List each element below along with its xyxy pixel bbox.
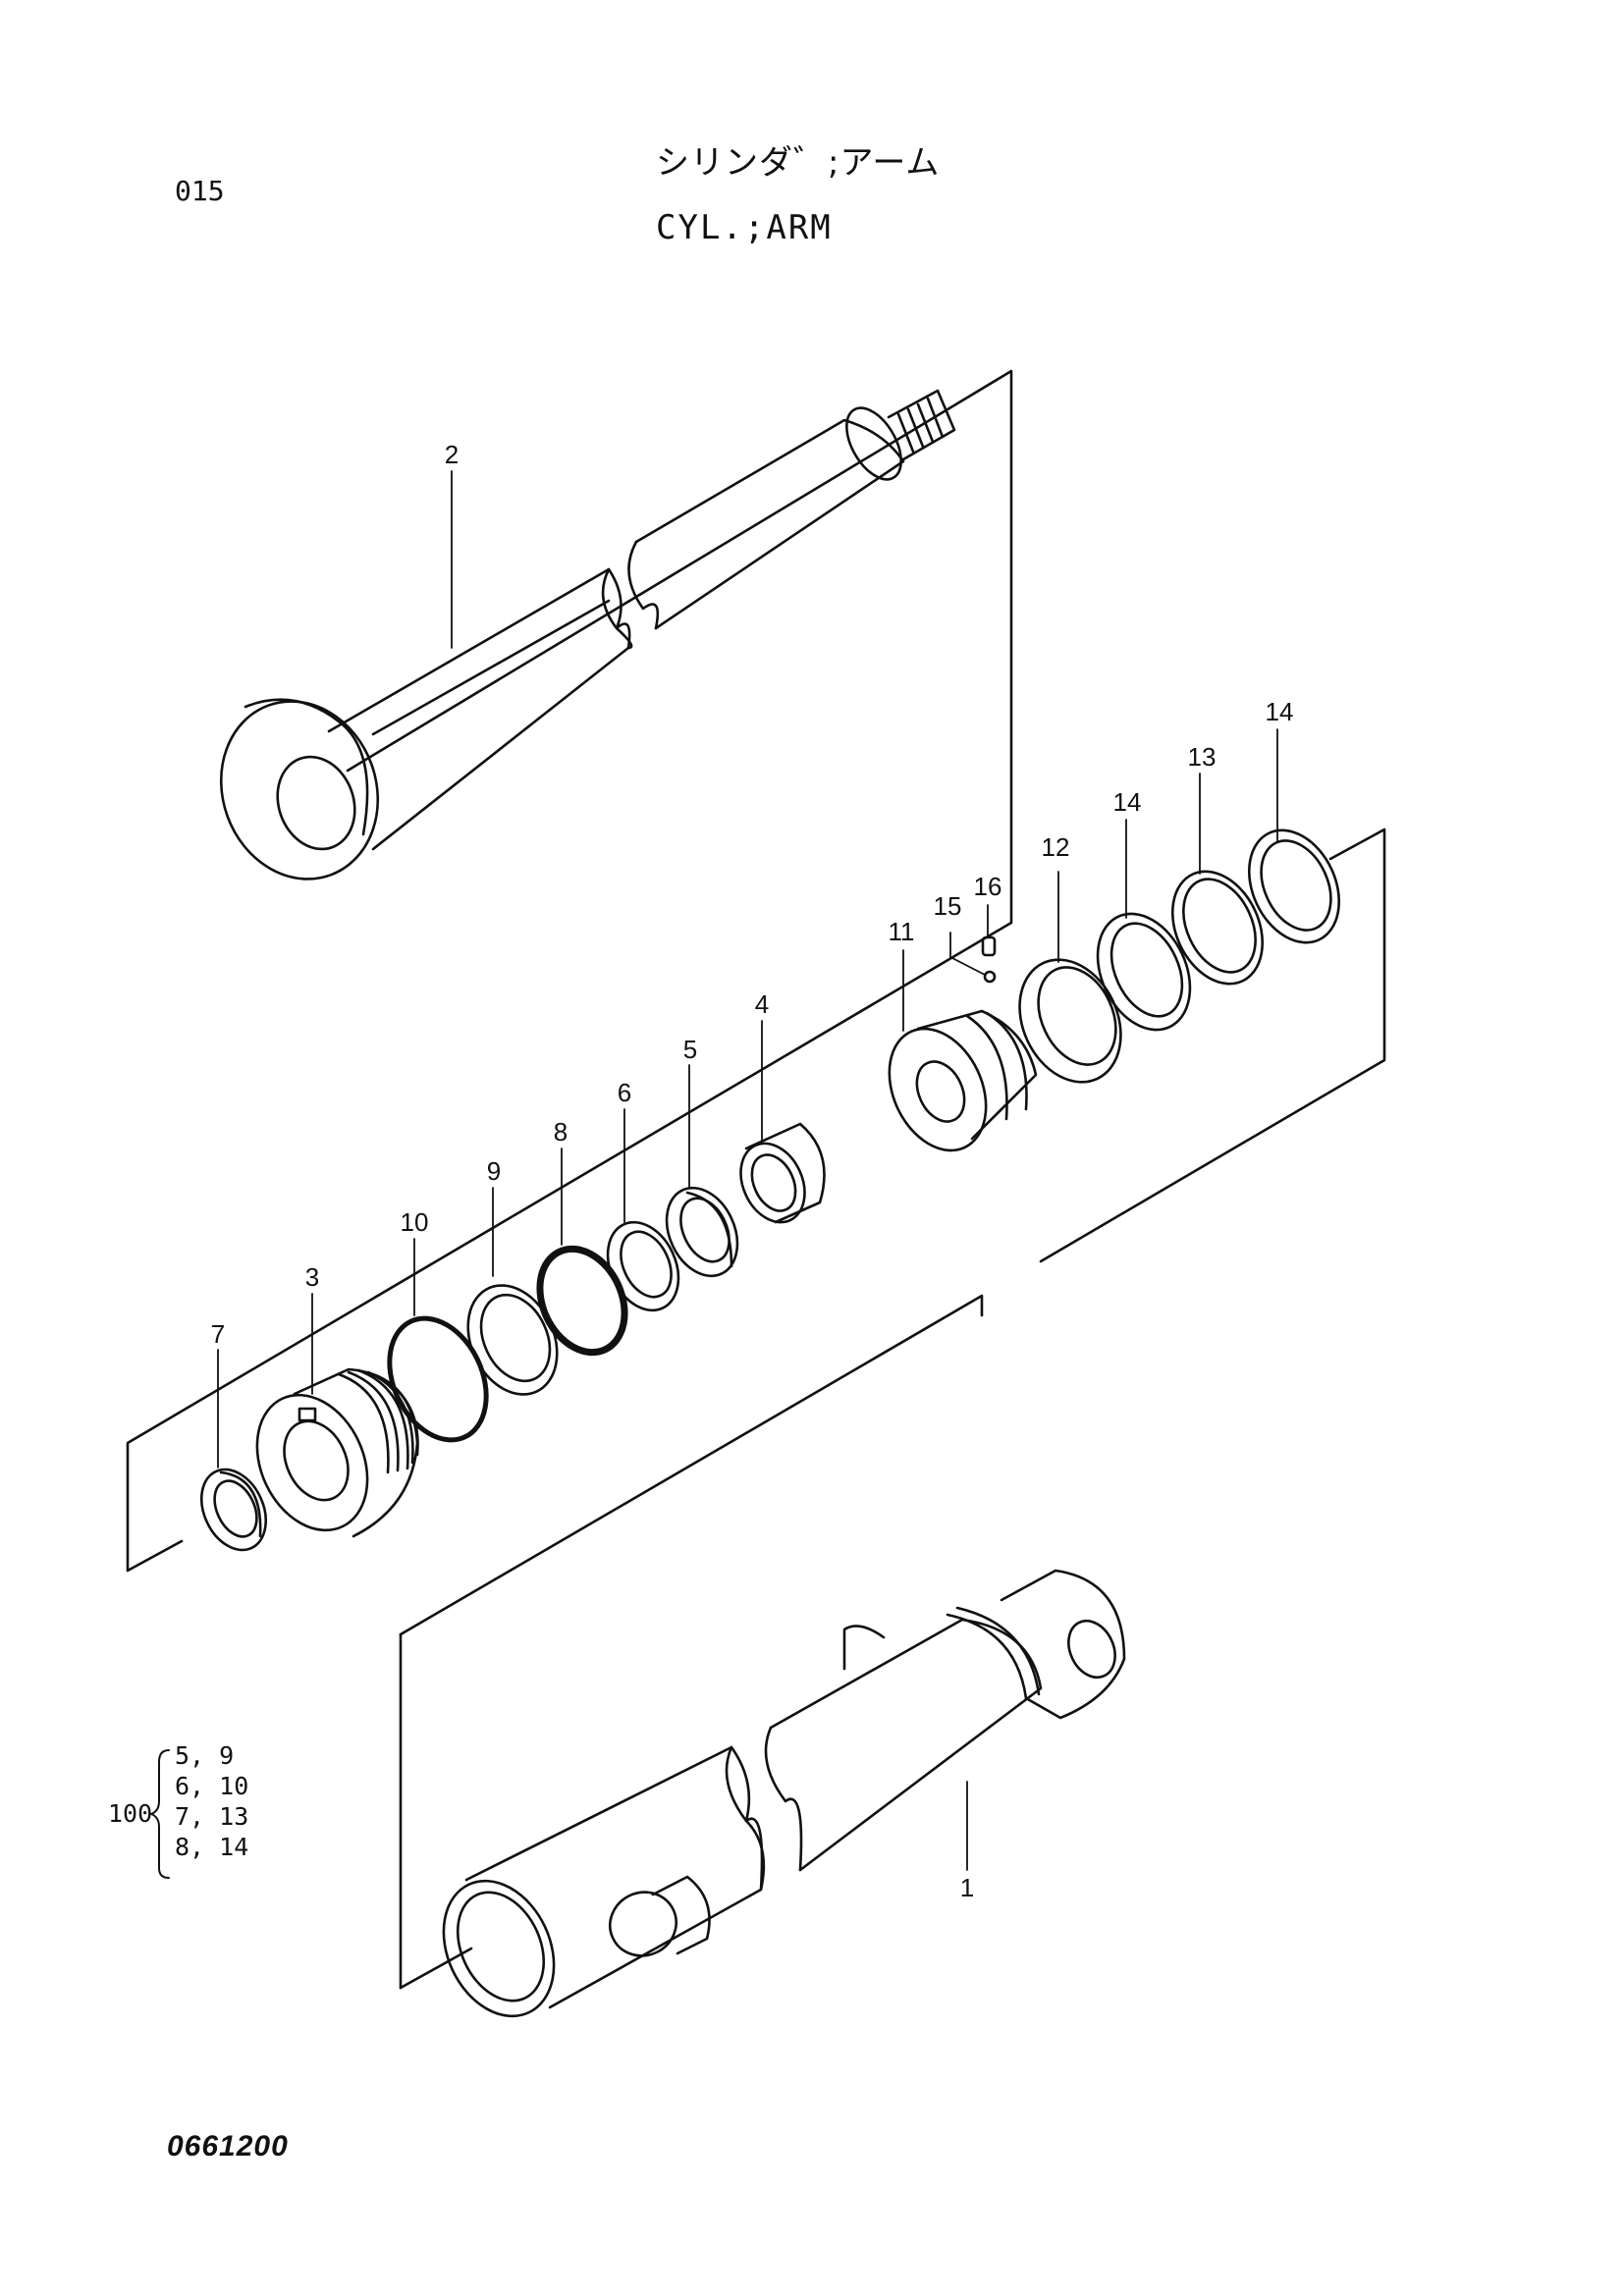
rod-eye-inner [276, 755, 356, 851]
rod-shaft-left [327, 567, 633, 851]
callout-11: 11 [889, 917, 915, 946]
callout-6: 6 [618, 1078, 631, 1107]
callout-9: 9 [487, 1156, 501, 1186]
ball-and-screw [949, 904, 997, 984]
tube-port [609, 1891, 677, 1957]
rod-shaft-right [634, 418, 905, 630]
piston-body [916, 1009, 1038, 1141]
leader-15 [949, 932, 986, 976]
cylinder-tube-drawing [399, 1294, 1126, 2018]
thread-line [906, 407, 925, 449]
rod-group-frame [126, 369, 1013, 1573]
callout-7: 7 [211, 1319, 225, 1349]
callout-4: 4 [755, 989, 769, 1019]
tube-collar [955, 1606, 1041, 1696]
piston-groove [965, 1014, 1008, 1121]
rod-eye-outer [219, 700, 380, 881]
tube-port-body [651, 1875, 711, 1955]
tube-mouth [442, 1879, 556, 2018]
seal-kit-note: 100 5, 9 6, 10 7, 13 8, 14 [108, 1741, 248, 1879]
callout-1: 1 [960, 1873, 974, 1902]
page-code: 015 [175, 175, 225, 207]
piston-rod-drawing [126, 369, 1013, 1573]
head-notch [298, 1407, 317, 1422]
callout-12: 12 [1042, 832, 1070, 862]
tube-eye-housing [1000, 1569, 1126, 1720]
callout-16: 16 [974, 872, 1002, 901]
wiper-ring-drawing [199, 1349, 268, 1552]
tube-frame-bottom [399, 1947, 473, 1990]
rod-eye-side [243, 698, 369, 836]
callout-14b: 14 [1266, 697, 1294, 726]
tube-break-a [725, 1745, 764, 1892]
callout-13: 13 [1188, 742, 1217, 772]
drawing-number: 0661200 [167, 2130, 289, 2163]
seal-6-drawing [606, 1108, 680, 1312]
callout-3: 3 [305, 1262, 319, 1292]
rod-shaft-left-line [371, 599, 611, 736]
o-ring-8-drawing [536, 1148, 628, 1357]
tube-eye-bore [1067, 1619, 1116, 1680]
steel-ball-shape [983, 970, 997, 984]
tube-break-b [764, 1726, 803, 1872]
title-japanese: シリンダ゛;アーム [656, 143, 941, 183]
callout-10: 10 [401, 1207, 429, 1237]
wear-ring-b-drawing [1247, 728, 1341, 944]
callout-8: 8 [554, 1117, 568, 1147]
rod-thread [887, 389, 956, 461]
kit-row: 7, 13 [175, 1802, 248, 1831]
callout-14a: 14 [1113, 787, 1142, 817]
cylinder-head-drawing [255, 1293, 419, 1538]
piston-bore [915, 1060, 966, 1123]
wear-ring-a-drawing [1096, 819, 1192, 1032]
kit-brace [150, 1749, 170, 1879]
piston-groove [985, 1011, 1028, 1111]
callout-labels: 2 14 13 14 12 16 15 11 4 5 6 8 9 10 3 7 … [211, 440, 1294, 1902]
backup-ring-9-drawing [466, 1187, 559, 1396]
callout-15: 15 [934, 891, 962, 921]
piston-group-frame [1039, 828, 1386, 1263]
tube-thread [456, 1891, 546, 2002]
rod-break-right [627, 540, 660, 630]
rod-shoulder [845, 406, 902, 481]
rod-break-left [601, 567, 631, 650]
kit-row: 6, 10 [175, 1772, 248, 1800]
piston-face [888, 1027, 988, 1152]
ring-13-drawing [1170, 773, 1265, 986]
title-english: CYL.;ARM [656, 208, 833, 247]
tube-group-frame [399, 1294, 984, 1636]
callout-2: 2 [445, 440, 459, 469]
piston-drawing [888, 949, 1038, 1152]
tube-collar [946, 1613, 1028, 1700]
bushing-drawing [739, 1020, 826, 1224]
seal-5-drawing [665, 1064, 739, 1278]
thread-line [926, 397, 945, 439]
kit-row: 5, 9 [175, 1741, 234, 1770]
tube-stub [842, 1625, 886, 1671]
callout-5: 5 [683, 1035, 697, 1064]
seal-ring-inner [1037, 966, 1117, 1066]
thread-line [916, 402, 935, 444]
tube-rear-body [464, 1745, 766, 2009]
kit-number: 100 [108, 1799, 152, 1828]
set-screw-shape [981, 935, 997, 957]
kit-row: 8, 14 [175, 1833, 248, 1861]
thread-line [896, 412, 915, 454]
tube-front-body [769, 1618, 1043, 1872]
